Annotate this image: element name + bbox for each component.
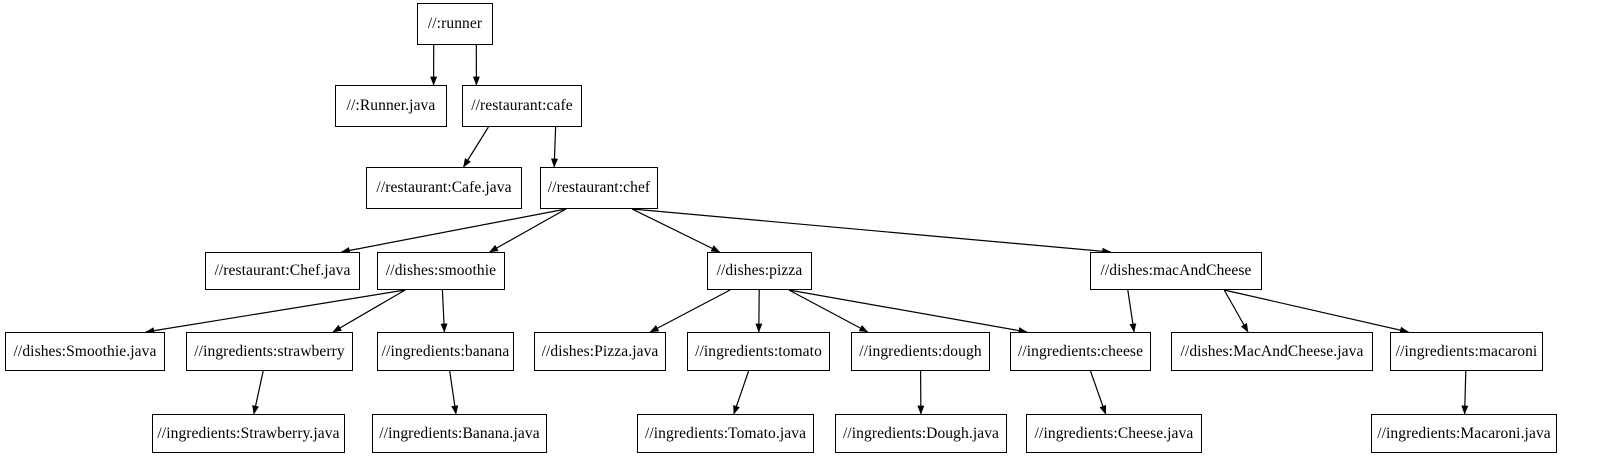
graph-node[interactable]: //ingredients:macaroni [1390, 332, 1543, 371]
graph-node[interactable]: //restaurant:cafe [462, 85, 582, 127]
graph-node-label: //dishes:pizza [716, 262, 803, 280]
graph-edge [550, 126, 558, 168]
graph-node[interactable]: //dishes:Pizza.java [534, 332, 666, 371]
graph-node-label: //ingredients:Banana.java [379, 424, 540, 442]
graph-node-label: //ingredients:Dough.java [842, 424, 1000, 442]
graph-node-label: //dishes:MacAndCheese.java [1180, 342, 1364, 360]
graph-node[interactable]: //ingredients:strawberry [186, 332, 353, 371]
graph-node[interactable]: //restaurant:chef [540, 167, 658, 209]
graph-node[interactable]: //dishes:MacAndCheese.java [1171, 332, 1373, 371]
graph-node-label: //:Runner.java [346, 97, 436, 115]
graph-edge [1127, 289, 1137, 333]
graph-edge [1223, 289, 1249, 333]
graph-node-label: //ingredients:cheese [1017, 342, 1144, 360]
graph-edge [788, 289, 1028, 334]
graph-node[interactable]: //restaurant:Cafe.java [366, 167, 522, 209]
graph-edge [788, 289, 869, 333]
graph-node[interactable]: //ingredients:Cheese.java [1026, 414, 1202, 453]
graph-node[interactable]: //ingredients:Tomato.java [637, 414, 814, 453]
graph-node[interactable]: //ingredients:cheese [1010, 332, 1151, 371]
graph-edge [1461, 370, 1469, 415]
graph-edge [340, 208, 567, 254]
graph-edge [440, 289, 448, 333]
graph-edge [252, 370, 264, 415]
graph-node-label: //:runner [427, 15, 483, 33]
graph-edge [631, 208, 721, 253]
graph-edge [332, 289, 406, 333]
graph-node-label: //ingredients:strawberry [194, 342, 345, 360]
graph-node-label: //dishes:macAndCheese [1100, 262, 1252, 280]
graph-node[interactable]: //dishes:smoothie [377, 252, 505, 290]
graph-node[interactable]: //:runner [417, 3, 493, 45]
graph-edge [462, 126, 489, 168]
graph-node[interactable]: //ingredients:dough [851, 332, 990, 371]
graph-edge [145, 289, 406, 335]
graph-node[interactable]: //dishes:macAndCheese [1090, 252, 1262, 290]
graph-edge [649, 289, 731, 333]
graph-node-label: //ingredients:Tomato.java [644, 424, 807, 442]
graph-node[interactable]: //dishes:pizza [707, 252, 812, 290]
graph-node[interactable]: //ingredients:Dough.java [835, 414, 1007, 453]
graph-node[interactable]: //ingredients:Banana.java [372, 414, 547, 453]
graph-node-label: //ingredients:tomato [695, 342, 822, 360]
graph-node[interactable]: //dishes:Smoothie.java [5, 332, 165, 371]
graph-node[interactable]: //ingredients:tomato [687, 332, 830, 371]
graph-edge [733, 370, 750, 415]
graph-node-label: //restaurant:Chef.java [214, 262, 351, 280]
graph-node-label: //ingredients:Strawberry.java [157, 424, 340, 442]
graph-node-label: //ingredients:dough [859, 342, 982, 360]
graph-edge [489, 208, 567, 253]
graph-node[interactable]: //:Runner.java [335, 85, 447, 127]
graph-node-label: //ingredients:Cheese.java [1034, 424, 1194, 442]
graph-node-label: //restaurant:cafe [471, 97, 573, 115]
graph-node-label: //dishes:Pizza.java [541, 342, 659, 360]
graph-node-label: //ingredients:banana [381, 342, 510, 360]
graph-node-label: //ingredients:Macaroni.java [1377, 424, 1551, 442]
graph-node[interactable]: //ingredients:Strawberry.java [152, 414, 345, 453]
graph-edge [1224, 289, 1409, 334]
graph-node-label: //ingredients:macaroni [1395, 342, 1538, 360]
graph-node[interactable]: //restaurant:Chef.java [205, 252, 360, 290]
graph-node[interactable]: //ingredients:banana [377, 332, 514, 371]
graph-edge [1089, 370, 1107, 415]
graph-node-label: //dishes:smoothie [385, 262, 497, 280]
graph-node[interactable]: //ingredients:Macaroni.java [1371, 414, 1557, 453]
graph-node-label: //restaurant:chef [547, 179, 651, 197]
graph-node-label: //dishes:Smoothie.java [13, 342, 157, 360]
graph-edge [631, 208, 1112, 255]
graph-edge [449, 370, 459, 415]
graph-node-label: //restaurant:Cafe.java [376, 179, 512, 197]
